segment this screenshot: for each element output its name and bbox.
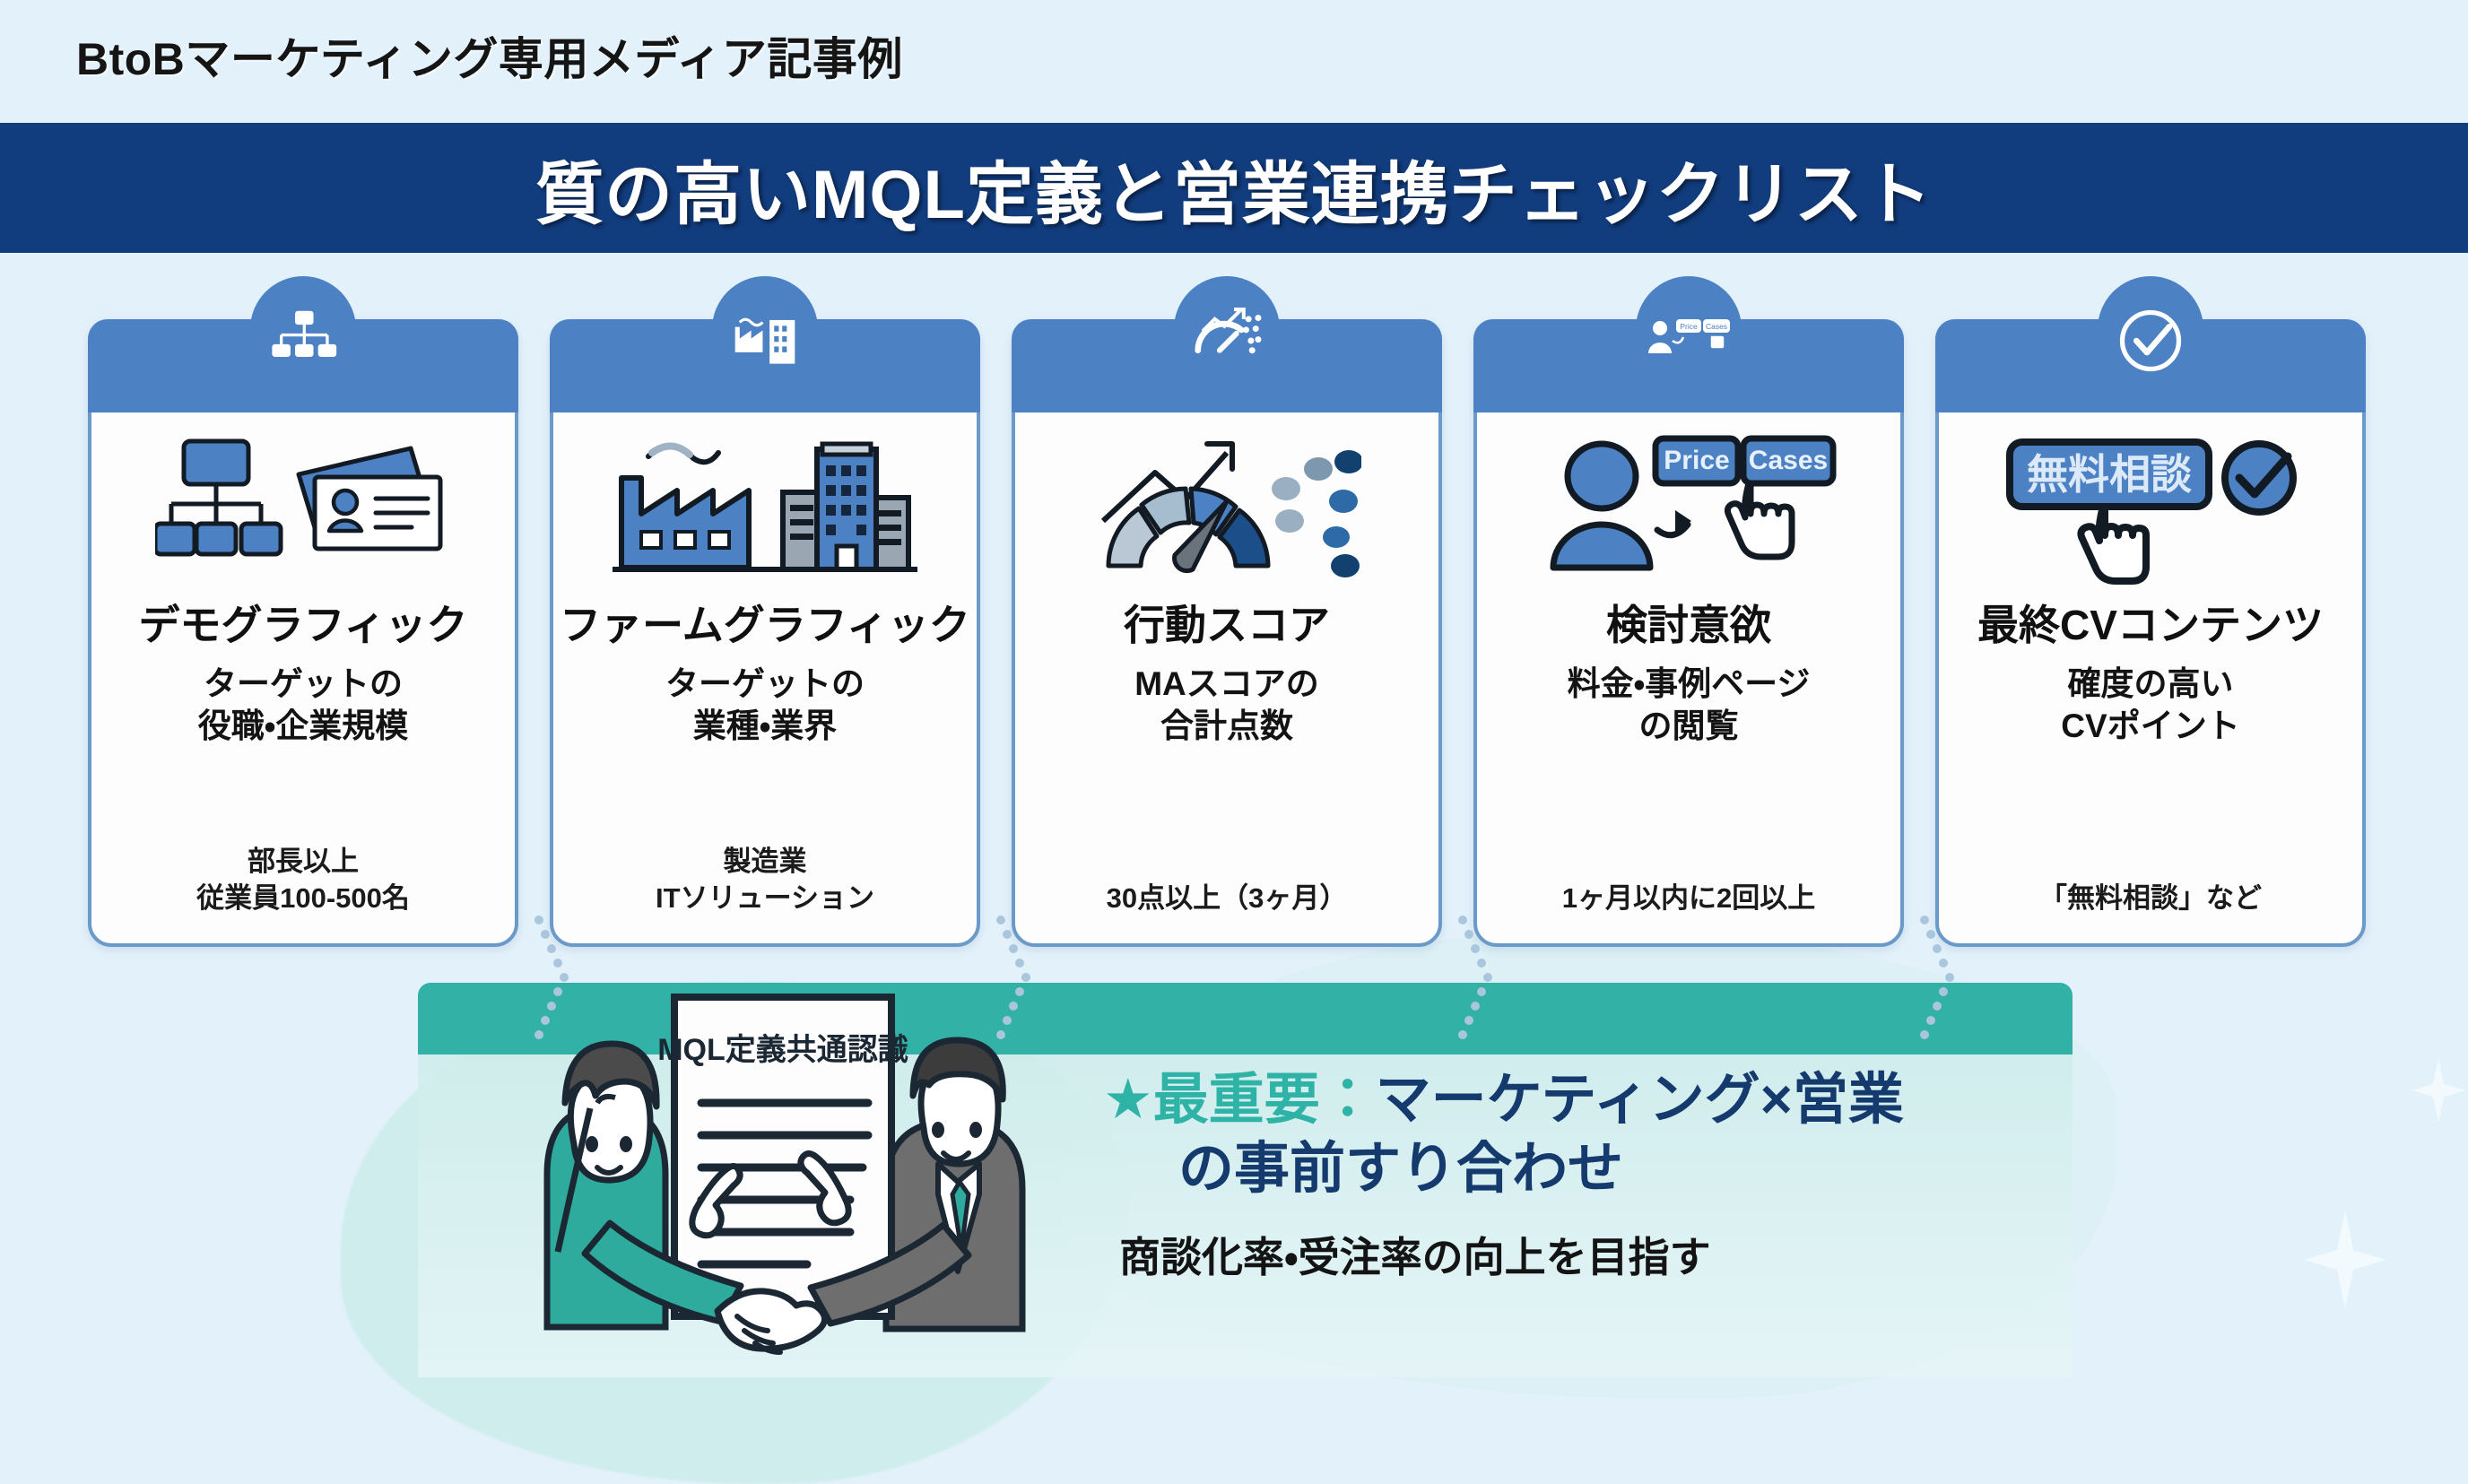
eyebrow-text: BtoBマーケティング専用メディア記事例 [76,34,903,84]
svg-text:Price: Price [1680,322,1698,331]
card-description: ターゲットの 業種・業界 [665,664,865,744]
key-message: ★最重要：マーケティング×営業 の事前すり合わせ 商談化率・受注率の向上を目指す [1103,1067,2269,1284]
card-title: デモグラフィック [138,602,468,648]
card-body: 無料相談 最終CVコンテンツ 確度の高い CVポイント 「無料相談」など [1939,412,2362,947]
card-firmographic[interactable]: ファームグラフィック ターゲットの 業種・業界 製造業 ITソリューション [550,276,980,947]
card-example: 30点以上（3ヶ月） [1106,881,1348,914]
card-description: MAスコアの 合計点数 [1134,664,1319,744]
card-title: 検討意欲 [1606,602,1771,648]
card-description: 確度の高い CVポイント [2061,664,2240,744]
badge-free-consult-label: 無料相談 [2027,451,2192,498]
svg-text:Cases: Cases [1706,322,1727,331]
cta-button-check-icon: 無料相談 [1939,427,2362,597]
page-title: 質の高いMQL定義と営業連携チェックリスト [535,156,1933,233]
connector-chevron-1 [534,916,569,1039]
card-header [550,319,980,412]
handshake-illustration: MQL定義共通認識 [439,968,1103,1377]
gauge-chart-icon [1173,287,1281,395]
sparkle-decor-small-icon [2412,1058,2464,1123]
badge-cases-label: Cases [1749,446,1828,475]
title-bar: 質の高いMQL定義と営業連携チェックリスト [0,123,2468,253]
person-click-tabs-icon: Price Cases [1477,427,1900,597]
card-title: 最終CVコンテンツ [1977,602,2324,648]
card-header [1473,319,1904,412]
badge-price-label: Price [1664,446,1729,475]
card-final-cv-content[interactable]: 無料相談 最終CVコンテンツ 確度の高い CVポイント 「無料相談」など [1935,276,2366,947]
card-consideration-intent[interactable]: Price Cases Price Cases [1473,276,1904,947]
card-header [1012,319,1442,412]
sparkle-decor-icon [2305,1211,2385,1309]
check-circle-icon [2097,287,2204,395]
connector-chevron-3 [1458,916,1492,1039]
key-message-line1: ★最重要：マーケティング×営業 [1103,1067,2269,1133]
card-example: 部長以上 従業員100-500名 [196,846,410,914]
card-body: 行動スコア MAスコアの 合計点数 30点以上（3ヶ月） [1015,412,1438,947]
card-example: 製造業 ITソリューション [656,846,874,914]
card-description: ターゲットの 役職・企業規模 [197,664,409,744]
card-example: 1ヶ月以内に2回以上 [1561,881,1816,914]
factory-office-building-icon [553,427,977,597]
card-title: 行動スコア [1124,602,1330,648]
card-behavior-score[interactable]: 行動スコア MAスコアの 合計点数 30点以上（3ヶ月） [1012,276,1442,947]
infographic-root: BtoBマーケティング専用メディア記事例 質の高いMQL定義と営業連携チェックリ… [0,34,2468,1484]
org-chart-icon [249,287,357,395]
card-header [1935,319,2366,412]
card-demographic[interactable]: デモグラフィック ターゲットの 役職・企業規模 部長以上 従業員100-500名 [88,276,518,947]
card-row: デモグラフィック ターゲットの 役職・企業規模 部長以上 従業員100-500名 [0,276,2468,1039]
person-price-cases-icon: Price Cases [1635,287,1742,395]
card-title: ファームグラフィック [560,602,970,648]
factory-building-icon [711,287,819,395]
card-body: デモグラフィック ターゲットの 役職・企業規模 部長以上 従業員100-500名 [91,412,515,947]
card-body: Price Cases 検討意欲 料金・事例ページ の閲覧 1ヶ月以内に2回以上 [1477,412,1900,947]
card-description: 料金・事例ページ の閲覧 [1567,664,1811,744]
document-title: MQL定義共通認識 [657,1033,908,1067]
org-chart-businesscard-icon [91,427,515,597]
star-icon: ★ [1103,1069,1153,1131]
key-message-subtext: 商談化率・受注率の向上を目指す [1119,1234,1711,1281]
connector-chevron-2 [996,916,1030,1039]
key-message-highlight: マーケティング×営業 [1375,1069,1904,1131]
key-message-line2: の事前すり合わせ [1178,1138,1624,1201]
card-body: ファームグラフィック ターゲットの 業種・業界 製造業 ITソリューション [553,412,977,947]
card-example: 「無料相談」など [2039,881,2262,914]
speedometer-trend-icon [1015,427,1438,597]
key-message-label: 最重要： [1152,1069,1376,1131]
connector-chevron-4 [1920,916,1954,1039]
